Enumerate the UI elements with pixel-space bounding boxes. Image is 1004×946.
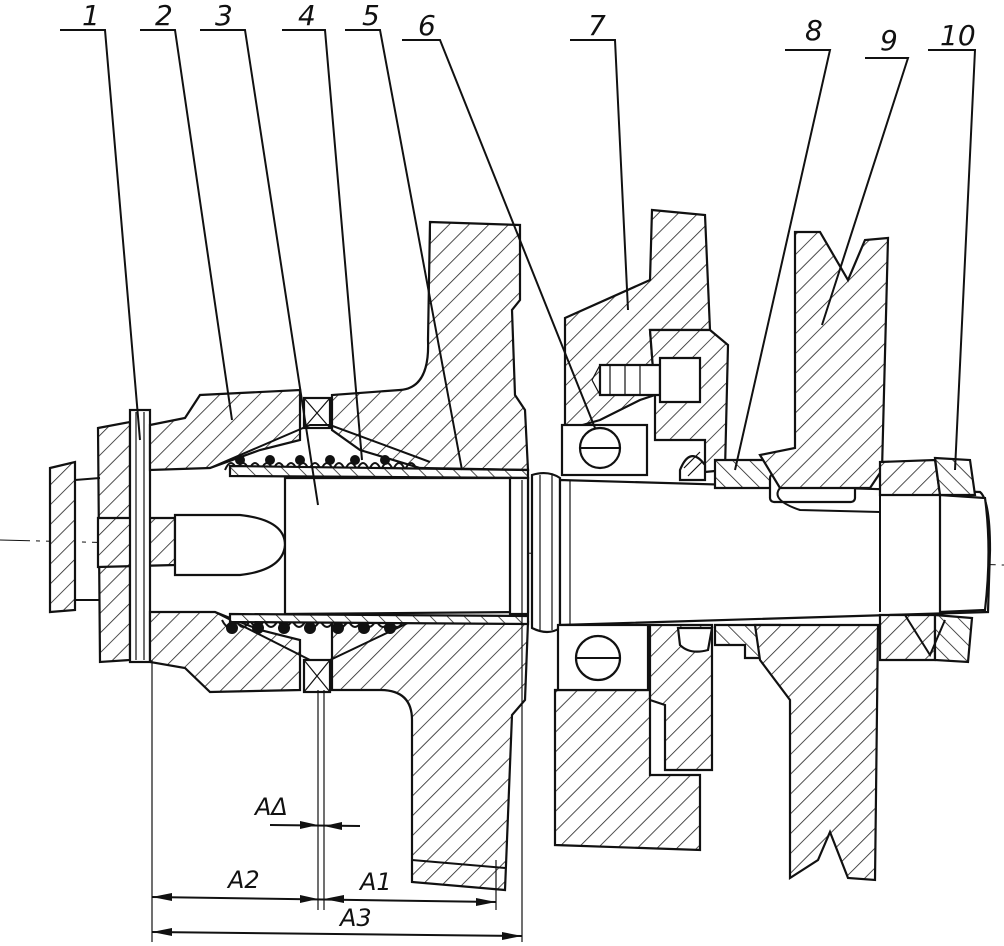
dimension-lines [151, 480, 523, 942]
seal-lower [676, 626, 714, 653]
plunger [173, 513, 287, 577]
callout-5: 5 [362, 0, 380, 32]
callout-7: 7 [588, 9, 606, 42]
dimension-label-a2: A2 [226, 866, 260, 894]
gear-part-5-lower [330, 618, 530, 892]
pin-part-1 [128, 408, 152, 664]
callout-8: 8 [805, 14, 823, 47]
nut-part-10-upper [878, 458, 942, 497]
dimension-label-a1: A1 [358, 868, 392, 896]
leader-lines [60, 29, 977, 506]
gear-part-5-upper [330, 220, 530, 472]
ball-bearing-lower [556, 623, 650, 692]
dimension-label-a3: A3 [338, 904, 372, 932]
nut-part-10-lower [878, 613, 937, 662]
shaft-part-3 [283, 476, 530, 616]
bolt [591, 356, 702, 404]
callout-4: 4 [298, 0, 316, 32]
callout-3: 3 [215, 0, 233, 32]
callout-6: 6 [418, 9, 436, 42]
pulley-part-9-lower [753, 623, 880, 882]
ball-bearing-upper [560, 423, 649, 477]
callout-1: 1 [82, 0, 100, 32]
dimension-label-a-delta: AΔ [253, 793, 288, 821]
callout-9: 9 [880, 24, 898, 57]
callout-10: 10 [940, 19, 976, 52]
housing-part-2-upper [148, 388, 302, 472]
callout-2: 2 [155, 0, 173, 32]
seal-upper [678, 455, 707, 482]
